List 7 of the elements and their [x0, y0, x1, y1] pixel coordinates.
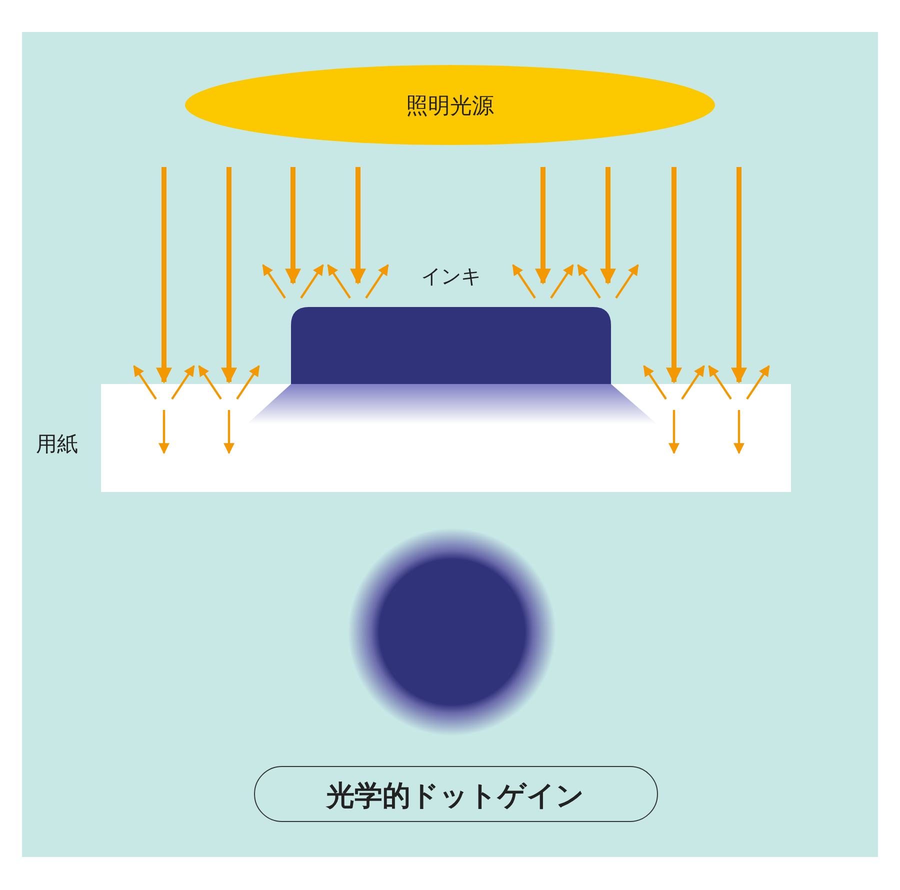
caption-box: [254, 766, 658, 822]
light-source-ellipse: [185, 65, 715, 145]
caption-text: 光学的ドットゲイン: [324, 778, 586, 814]
ink-spread-gradient: [247, 384, 657, 424]
ink-label: インキ: [420, 263, 482, 290]
paper-label: 用紙: [36, 431, 78, 458]
node-label: 照明光源: [405, 93, 495, 121]
